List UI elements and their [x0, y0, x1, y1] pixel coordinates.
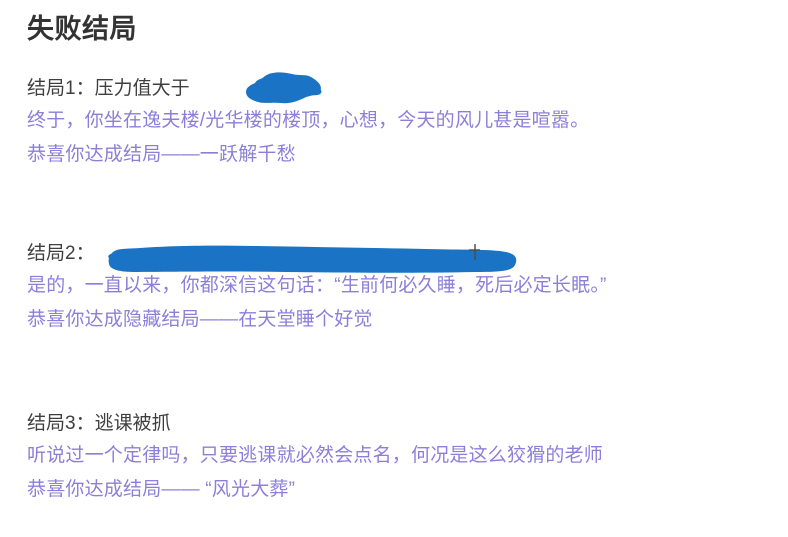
- ending-3-label: 结局3：逃课被抓: [27, 409, 778, 439]
- ending-3-label-text: 结局3：逃课被抓: [27, 413, 171, 434]
- ending-2-label: 结局2：: [27, 239, 778, 273]
- ending-section-3: 结局3：逃课被抓 听说过一个定律吗，只要逃课就必然会点名，何况是这么狡猾的老师 …: [27, 409, 778, 507]
- ending-1-line-2: 恭喜你达成结局——一跃解千愁: [27, 144, 296, 165]
- ending-2-line-2: 恭喜你达成隐藏结局——在天堂睡个好觉: [27, 309, 373, 330]
- ending-2-line-1: 是的，一直以来，你都深信这句话：“生前何必久睡，死后必定长眠。”: [27, 275, 607, 296]
- ending-1-label-text: 结局1：压力值大于: [27, 78, 190, 99]
- ending-section-1: 结局1：压力值大于 终于，你坐在逸夫楼/光华楼的楼顶，心想，今天的风儿甚是喧嚣。…: [27, 71, 778, 172]
- ending-2-label-text: 结局2：: [27, 243, 95, 264]
- ending-1-line-1: 终于，你坐在逸夫楼/光华楼的楼顶，心想，今天的风儿甚是喧嚣。: [27, 110, 590, 131]
- redaction-blob-icon: [232, 71, 324, 107]
- page-title: 失败结局: [27, 14, 137, 44]
- ending-3-line-2: 恭喜你达成结局—— “风光大葬”: [27, 479, 296, 500]
- ending-1-label: 结局1：压力值大于: [27, 71, 778, 107]
- ending-section-2: 结局2： 是的，一直以来，你都深信这句话：“生前何必久睡，死后必定长眠。” 恭喜…: [27, 239, 778, 337]
- ending-3-line-1: 听说过一个定律吗，只要逃课就必然会点名，何况是这么狡猾的老师: [27, 445, 604, 466]
- stray-plus-mark-icon: [468, 240, 482, 260]
